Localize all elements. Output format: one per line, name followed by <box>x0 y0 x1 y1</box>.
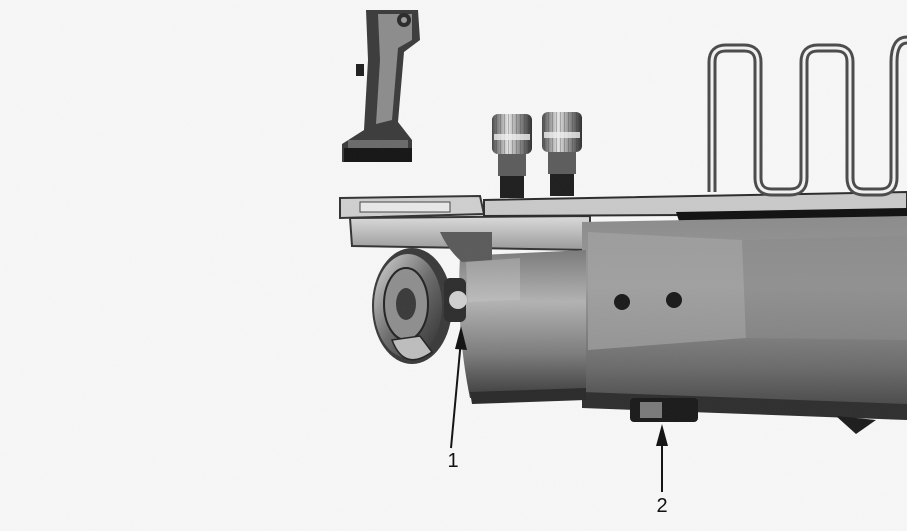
callout-label-1: 1 <box>447 450 459 472</box>
callout-label-2: 2 <box>656 495 668 517</box>
